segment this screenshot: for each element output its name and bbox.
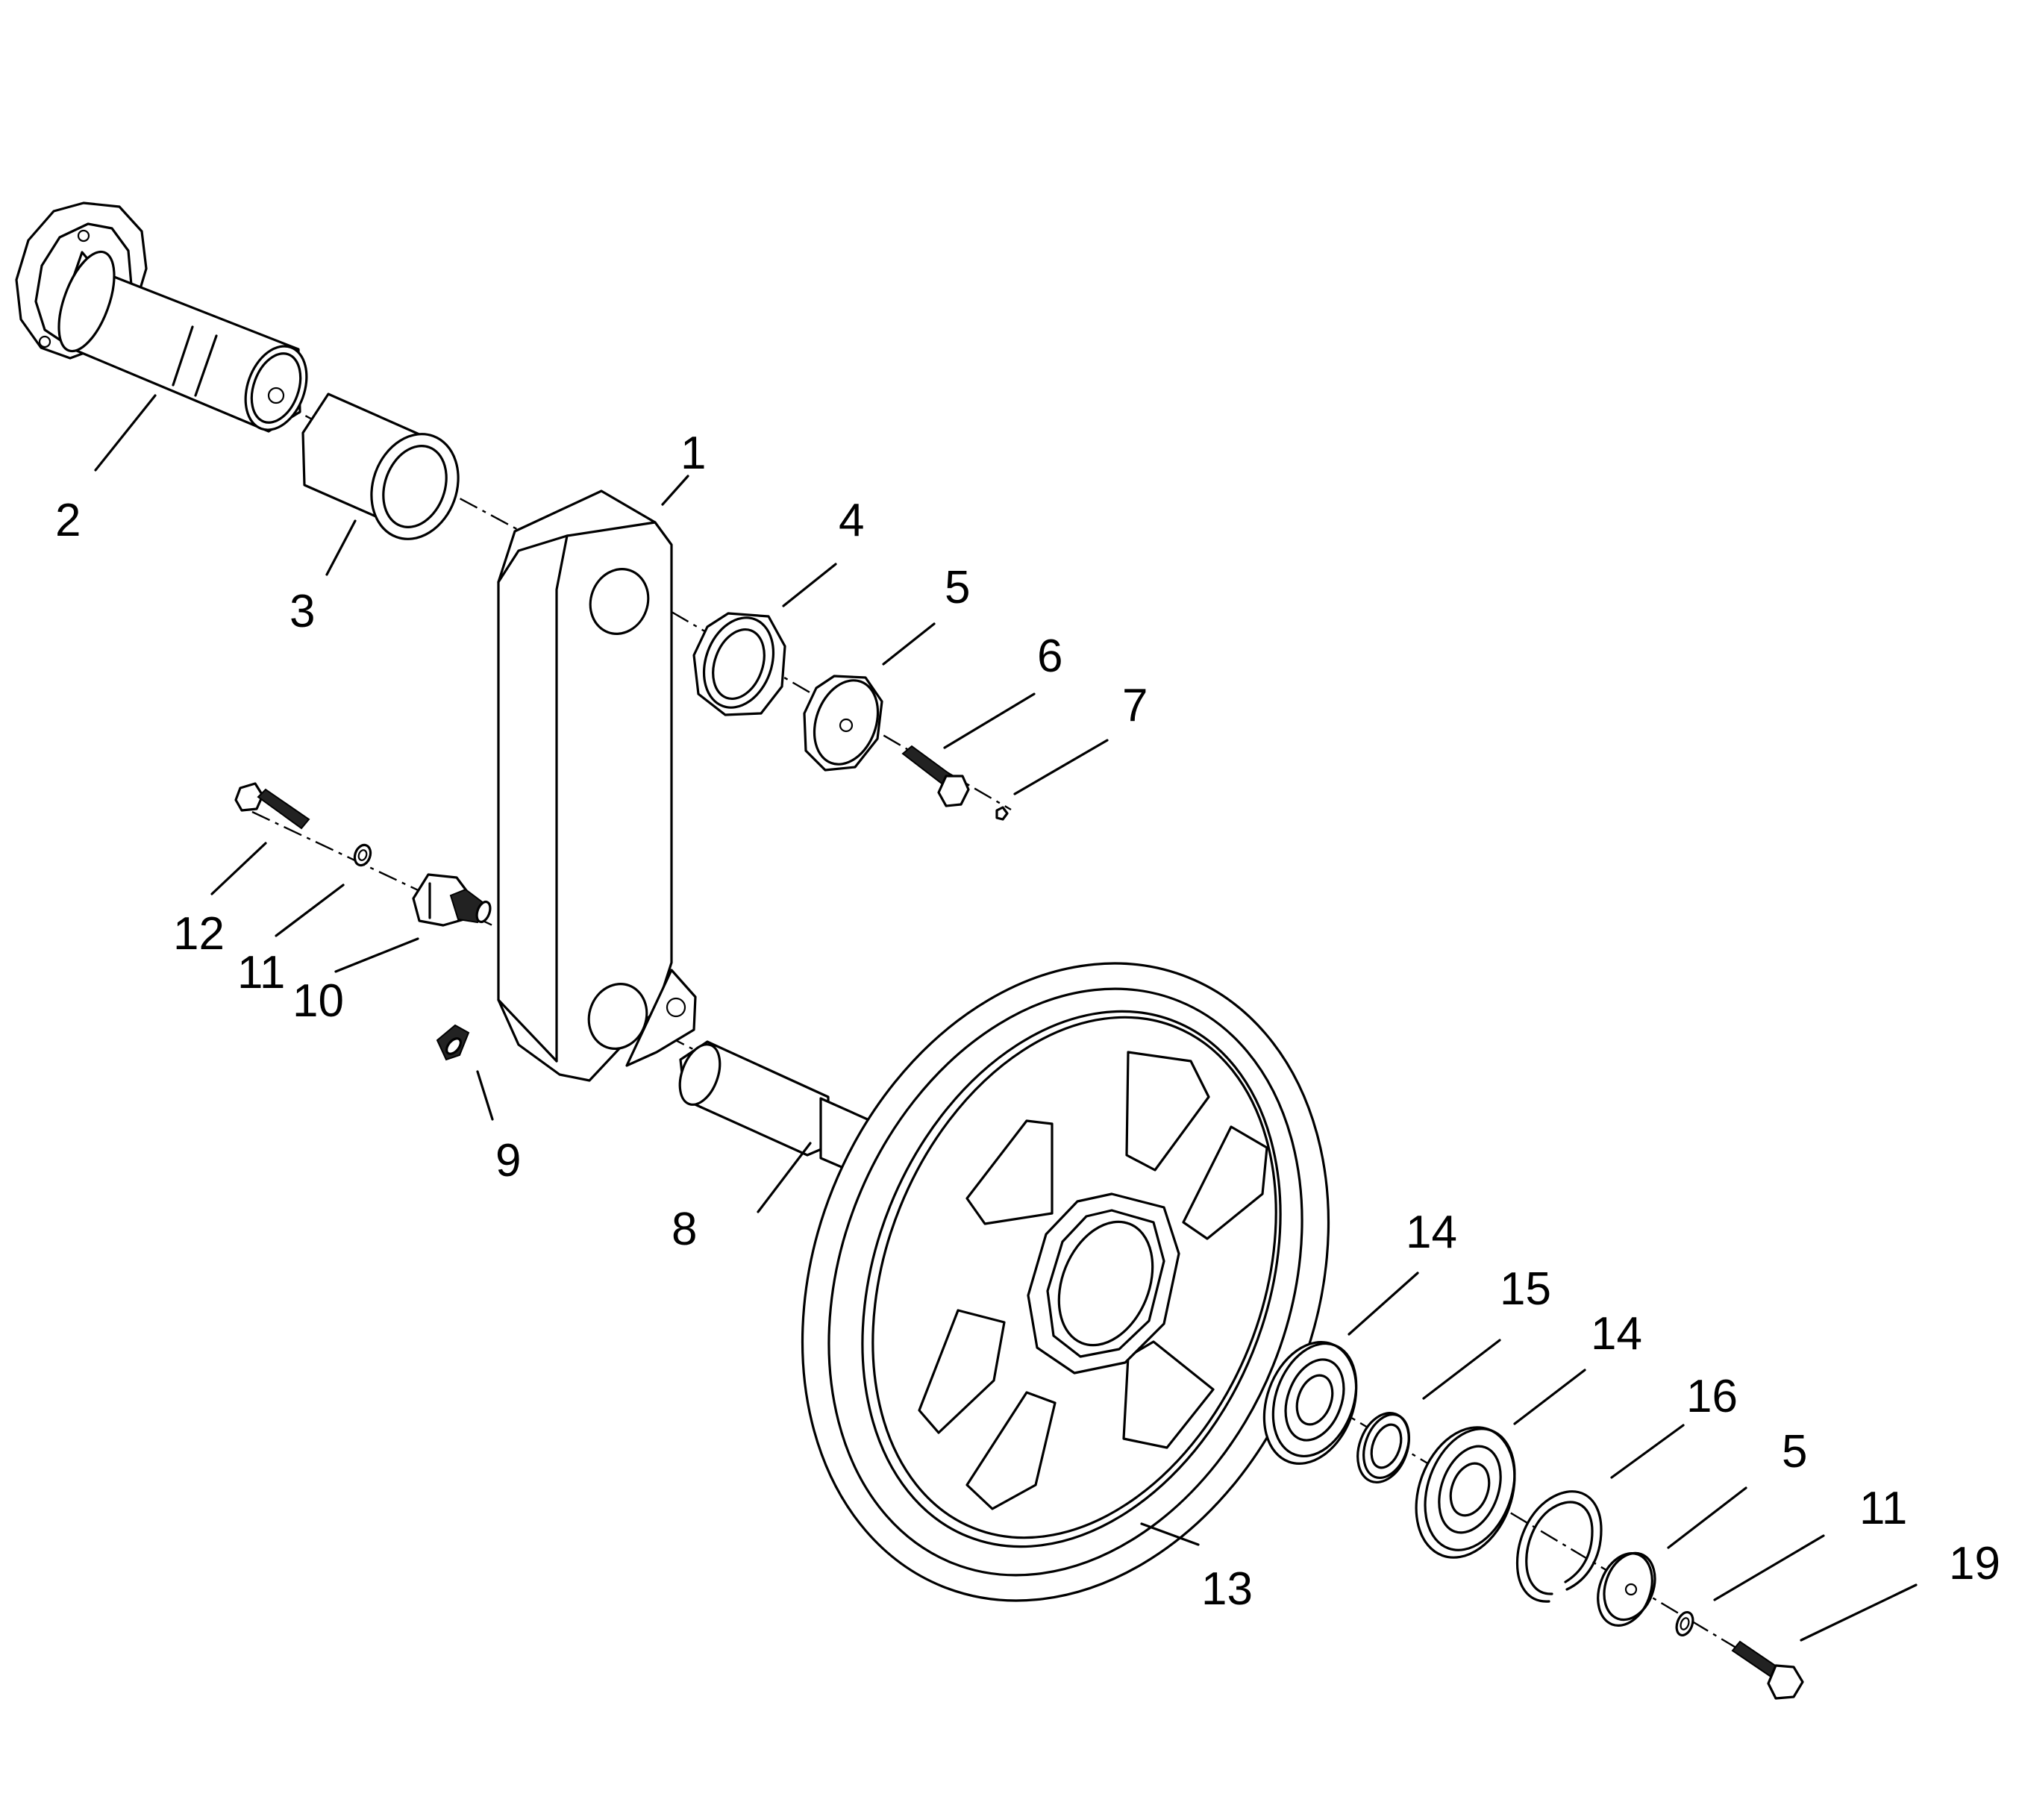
part-11-washer-lower (1675, 1610, 1694, 1637)
part-2-flanged-spindle (15, 201, 308, 433)
callout-13: 13 (1201, 1563, 1253, 1615)
part-14-bearing-second (1415, 1426, 1516, 1559)
leader-lines (94, 394, 1918, 1642)
part-5-washer-upper (803, 675, 883, 772)
part-10-hex-fitting (412, 873, 492, 927)
callout-9: 9 (495, 1135, 521, 1186)
callout-5-lower: 5 (1782, 1426, 1807, 1477)
part-1-arm (497, 490, 697, 1082)
callout-4: 4 (839, 495, 864, 546)
part-9-set-screw (436, 1024, 470, 1061)
callout-labels: 1 2 3 4 5 6 7 8 9 10 11 12 13 14 15 14 1… (55, 428, 2000, 1615)
callout-7: 7 (1122, 680, 1148, 731)
part-16-snap-ring (1516, 1490, 1603, 1603)
callout-11-upper: 11 (237, 947, 285, 998)
part-14-bearing-first (1262, 1341, 1358, 1465)
callout-3: 3 (289, 586, 315, 637)
callout-1: 1 (680, 428, 706, 479)
part-13-wheel (801, 962, 1330, 1602)
callout-19: 19 (1949, 1538, 2000, 1589)
callout-2: 2 (55, 495, 81, 546)
callout-8: 8 (672, 1204, 697, 1255)
part-15-spacer (1356, 1411, 1410, 1484)
part-19-bolt (1731, 1640, 1804, 1700)
part-7-fitting (995, 806, 1009, 821)
callout-6: 6 (1037, 631, 1062, 682)
part-12-bolt (234, 782, 310, 830)
callout-14-first: 14 (1406, 1207, 1457, 1258)
part-6-bolt (901, 745, 970, 807)
part-5-washer-lower (1597, 1551, 1656, 1627)
part-3-sleeve (301, 393, 460, 540)
callout-12: 12 (173, 908, 225, 960)
part-4-ring (692, 612, 786, 716)
callout-5-upper: 5 (945, 562, 970, 613)
callout-11-lower: 11 (1859, 1483, 1907, 1534)
callout-14-second: 14 (1591, 1308, 1642, 1360)
callout-16: 16 (1686, 1371, 1738, 1422)
callout-15: 15 (1500, 1263, 1551, 1315)
callout-10: 10 (292, 975, 344, 1027)
part-11-washer-upper (353, 843, 372, 867)
